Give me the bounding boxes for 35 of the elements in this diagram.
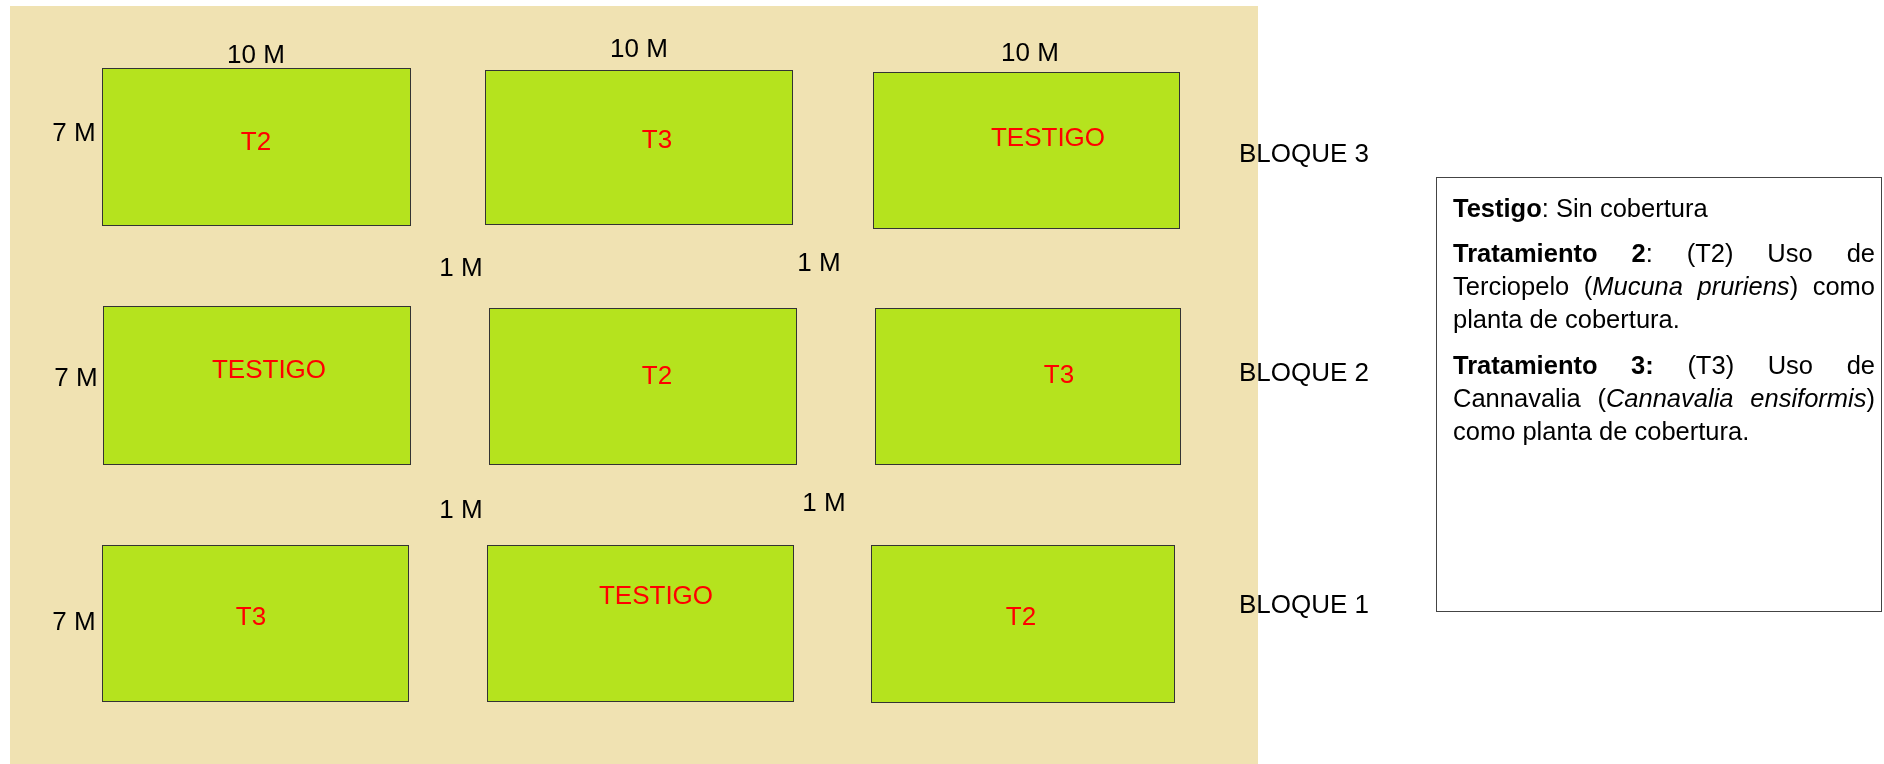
plot-box (102, 545, 409, 702)
plot-box (875, 308, 1181, 465)
treatment-label: T2 (641, 359, 673, 391)
block-label: BLOQUE 2 (1238, 356, 1370, 388)
dimension-label: 10 M (1001, 36, 1059, 68)
legend-text: Tratamiento 2: (T2) Uso de Terciopelo (Mucuna pruriens) como planta de cobertura. (1453, 238, 1875, 336)
plot-box (489, 308, 797, 465)
dimension-label: 10 M (227, 38, 285, 70)
dimension-label: 1 M (439, 493, 483, 525)
treatment-label: TESTIGO (598, 579, 714, 611)
plot-box (873, 72, 1180, 229)
plot-box (102, 68, 411, 226)
dimension-label: 7 M (52, 116, 96, 148)
dimension-label: 7 M (54, 361, 98, 393)
legend-text: Testigo: Sin cobertura (1453, 193, 1709, 224)
dimension-label: 1 M (797, 246, 841, 278)
plot-box (485, 70, 793, 225)
treatment-label: TESTIGO (211, 353, 327, 385)
treatment-label: TESTIGO (990, 121, 1106, 153)
treatment-label: T3 (641, 123, 673, 155)
treatment-label: T2 (1005, 600, 1037, 632)
plot-box (103, 306, 411, 465)
plot-box (487, 545, 794, 702)
treatment-label: T3 (1043, 358, 1075, 390)
treatment-label: T2 (240, 125, 272, 157)
dimension-label: 10 M (610, 32, 668, 64)
dimension-label: 1 M (439, 251, 483, 283)
block-label: BLOQUE 3 (1238, 137, 1370, 169)
legend-text: Tratamiento 3: (T3) Uso de Cannavalia (Cannavalia ensiformis) como planta de cobertura. (1453, 349, 1875, 447)
plot-box (871, 545, 1175, 703)
legend-box (1436, 177, 1882, 612)
dimension-label: 1 M (802, 486, 846, 518)
treatment-label: T3 (235, 600, 267, 632)
dimension-label: 7 M (52, 605, 96, 637)
block-label: BLOQUE 1 (1238, 588, 1370, 620)
